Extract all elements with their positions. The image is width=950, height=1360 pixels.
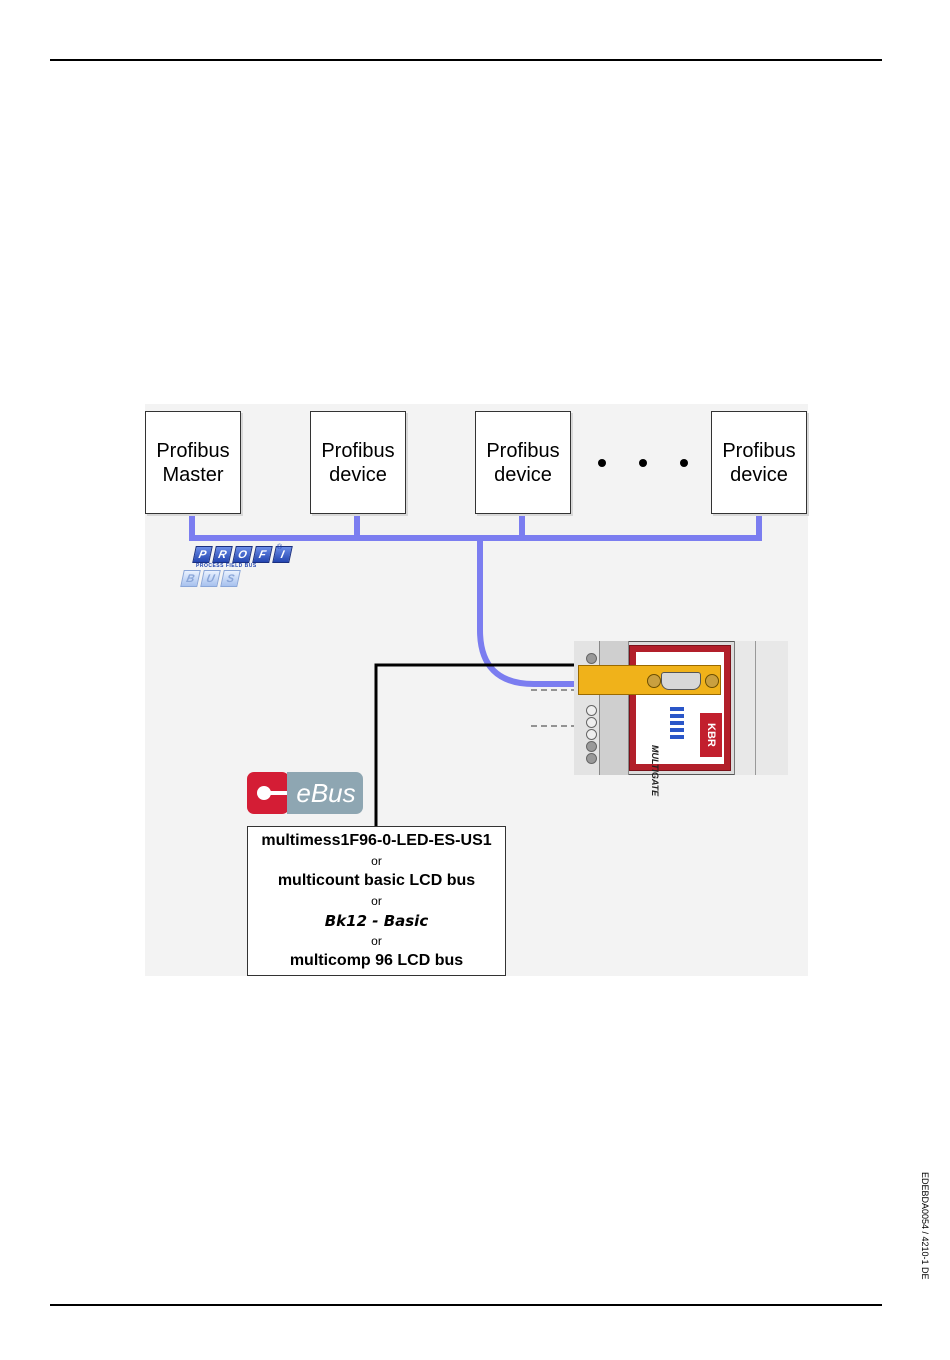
stripe [670, 714, 684, 718]
logo-letter: R [212, 546, 233, 563]
gateway-product-label: MULTIGATE [646, 745, 660, 825]
device-name: multicount basic LCD bus [278, 871, 475, 891]
screw-icon [647, 674, 661, 688]
gateway-terminal-strip [600, 641, 629, 775]
led-icon [586, 653, 597, 664]
logo-letter: P [192, 546, 213, 563]
profibus-gateway-cable [480, 541, 582, 684]
led-icon [586, 717, 597, 728]
device-name: multicomp 96 LCD bus [290, 951, 463, 971]
ellipsis-dot [680, 459, 688, 467]
device-name: multimess1F96-0-LED-ES-US1 [261, 831, 491, 851]
stripe [670, 721, 684, 725]
compatible-devices-box: multimess1F96-0-LED-ES-US1 or multicount… [247, 826, 506, 976]
ebus-logo: eBus [247, 772, 361, 814]
node-label-line2: device [329, 463, 387, 487]
profibus-device-box: Profibus device [310, 411, 406, 514]
node-label-line2: device [494, 463, 552, 487]
logo-letter: I [272, 546, 293, 563]
multigate-gateway: MULTIGATE KBR [574, 641, 788, 775]
gateway-brand-logo: KBR [700, 713, 722, 757]
node-label-line1: Profibus [722, 439, 795, 463]
logo-letter: S [220, 570, 241, 587]
ellipsis-dot [639, 459, 647, 467]
screw-icon [705, 674, 719, 688]
led-icon [586, 753, 597, 764]
ebus-logo-text: eBus [287, 772, 363, 814]
registered-mark: ® [277, 544, 282, 551]
panel-divider [755, 641, 756, 775]
ellipsis-dot [598, 459, 606, 467]
footer-rule [50, 1304, 882, 1306]
or-separator: or [371, 891, 382, 911]
logo-letter: U [200, 570, 221, 587]
logo-letter: B [180, 570, 201, 587]
profibus-device-box: Profibus device [711, 411, 807, 514]
dsub-socket-icon [661, 672, 701, 690]
gateway-side-panel [734, 641, 788, 775]
profibus-device-box: Profibus device [475, 411, 571, 514]
logo-subtitle: PROCESS FIELD BUS [196, 563, 278, 569]
device-name: Bk12 - Basic [325, 911, 428, 931]
profibus-master-box: Profibus Master [145, 411, 241, 514]
node-label-line1: Profibus [321, 439, 394, 463]
led-icon [586, 705, 597, 716]
gateway-decor-stripes [670, 707, 684, 747]
stripe [670, 707, 684, 711]
profibus-dsub-connector [578, 665, 721, 695]
gateway-led-column [574, 641, 600, 775]
node-label-line2: device [730, 463, 788, 487]
or-separator: or [371, 931, 382, 951]
stripe [670, 728, 684, 732]
node-label-line1: Profibus [486, 439, 559, 463]
logo-letter: O [232, 546, 253, 563]
ellipsis-more-devices [598, 448, 688, 478]
node-label-line2: Master [162, 463, 223, 487]
ebus-line [376, 665, 578, 826]
led-icon [586, 741, 597, 752]
or-separator: or [371, 851, 382, 871]
led-icon [586, 729, 597, 740]
profibus-logo: P R O F I ® PROCESS FIELD BUS B U S [180, 544, 290, 592]
stripe [670, 735, 684, 739]
document-code: EDEBDA0054 / 4210-1 DE [920, 1172, 930, 1280]
ebus-logo-mark [247, 772, 289, 814]
logo-letter: F [252, 546, 273, 563]
node-label-line1: Profibus [156, 439, 229, 463]
